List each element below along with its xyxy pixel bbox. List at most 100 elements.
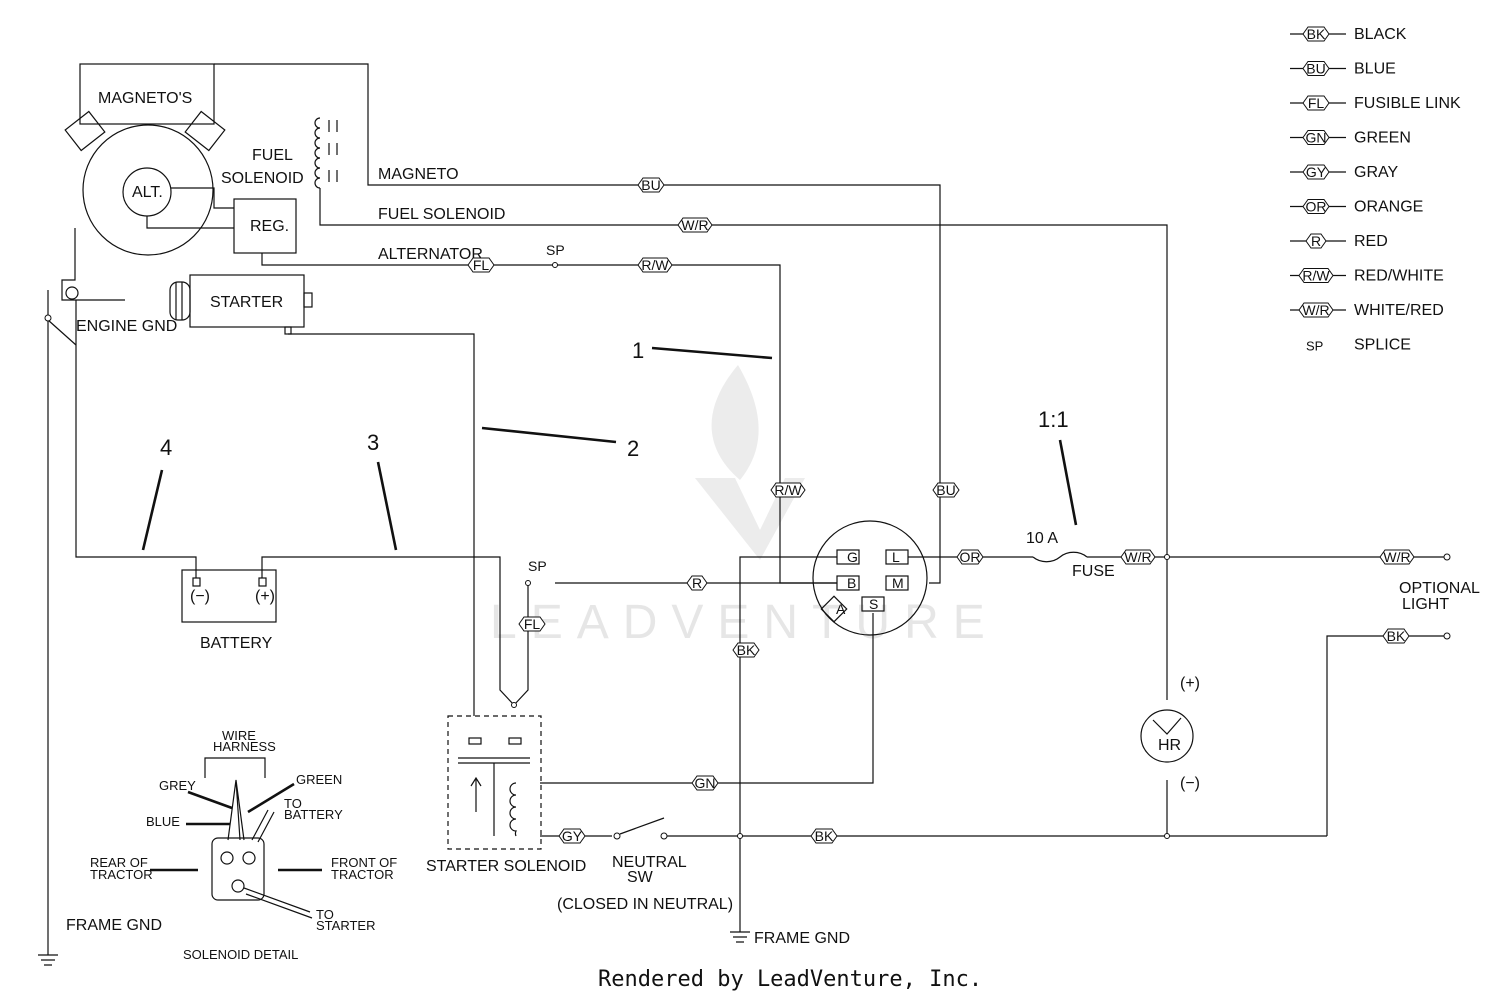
switch-b-label: B — [847, 575, 856, 591]
wire-tag-rw-top: R/W — [637, 257, 673, 273]
detail-terminal-1 — [220, 851, 234, 865]
neutral-switch-contact-1 — [613, 832, 621, 840]
light-neg-terminal — [1443, 632, 1451, 640]
legend-code-label: GN — [1306, 130, 1327, 146]
callout-1-1-leader — [1058, 439, 1078, 526]
wire-tag-wr-top-label: W/R — [681, 217, 708, 233]
solenoid-detail-body — [211, 837, 265, 901]
engine-gnd-strap — [61, 228, 125, 301]
starter-terminal — [303, 292, 313, 308]
legend-code-box — [1302, 130, 1330, 145]
grey-arrow — [187, 790, 233, 810]
legend-code-box — [1298, 268, 1334, 283]
optional-light-label-2: LIGHT — [1402, 596, 1449, 613]
hr-label: HR — [1158, 737, 1181, 754]
watermark: LEADVENTURE — [490, 365, 999, 649]
legend-name: ORANGE — [1354, 199, 1423, 216]
wire-tag-fl-top-label: FL — [473, 257, 490, 273]
legend-name: GREEN — [1354, 130, 1411, 147]
legend-code-box — [1302, 199, 1330, 214]
flywheel — [82, 124, 214, 256]
callout-1-leader — [651, 346, 773, 360]
legend-name: BLUE — [1354, 61, 1396, 78]
regulator — [233, 198, 297, 254]
frame-gnd-left-icon — [38, 954, 58, 966]
solenoid-detail: WIRE HARNESS GREY GREEN BLUE TO BATTERY … — [90, 728, 397, 962]
solenoid-arrow — [470, 776, 482, 812]
wire-tag-wr-top-box — [677, 217, 713, 233]
wire-tag-fl-top-box — [467, 257, 495, 273]
switch-l-label: L — [892, 549, 900, 565]
wire-tag-bk-bottom-box — [810, 828, 838, 844]
terminal-b — [836, 575, 860, 591]
to-starter-lead — [243, 887, 313, 919]
wire-tag-bk-mid-label: BK — [737, 642, 756, 658]
battery-label: BATTERY — [200, 635, 273, 652]
frame-gnd-left-label: FRAME GND — [66, 917, 162, 934]
legend-name: WHITE/RED — [1354, 302, 1444, 319]
wire-tag-wr-fuse-box — [1120, 549, 1156, 565]
wire-tag-gy-box — [558, 828, 586, 844]
battery-pos-label: (+) — [255, 588, 275, 605]
rear-of-tractor-label-2: TRACTOR — [90, 867, 153, 882]
watermark-text: LEADVENTURE — [490, 596, 999, 649]
legend-code: FL — [1302, 95, 1330, 111]
battery-box — [181, 569, 277, 623]
wire-tag-bu-top-label: BU — [641, 177, 660, 193]
solenoid-coil — [509, 782, 517, 837]
frame-gnd-jumper — [47, 319, 77, 346]
wire-tag-fl-top: FL — [467, 257, 495, 273]
callout-1-1: 1:1 — [1038, 407, 1069, 432]
magneto-left — [64, 110, 106, 152]
battery-pos-post — [258, 577, 267, 587]
fuse-rating-label: 10 A — [1026, 530, 1058, 547]
callout-1: 1 — [632, 338, 644, 363]
solenoid-plunger — [458, 757, 530, 836]
wire-tag-sp-sol: SP — [528, 558, 547, 574]
splice-sol — [525, 580, 531, 586]
legend-item: W/R WHITE/RED — [1290, 302, 1444, 319]
battery-neg-cable — [75, 300, 197, 578]
wire-tag-fl-sol: FL — [518, 616, 546, 632]
legend-code: GY — [1302, 164, 1330, 180]
wire-tag-gn-box — [691, 775, 719, 791]
green-arrow — [247, 782, 295, 814]
optional-light-label-1: OPTIONAL — [1399, 580, 1480, 597]
callout-2-leader — [481, 426, 617, 444]
fuel-solenoid-wire-label: FUEL SOLENOID — [378, 206, 505, 223]
callout-3-leader — [376, 461, 398, 551]
hour-meter-needle — [1152, 717, 1182, 735]
detail-terminal-3 — [231, 879, 245, 893]
hour-meter-body — [1140, 709, 1194, 763]
neutral-switch-contact-2 — [660, 832, 668, 840]
solenoid-junction — [511, 702, 517, 708]
wire-tag-bk-mid-box — [732, 642, 760, 658]
battery-pos-cable — [261, 556, 515, 706]
wire-tag-bk-light-box — [1382, 628, 1410, 644]
splice-bottom — [1164, 833, 1170, 839]
starter-label: STARTER — [210, 294, 283, 311]
battery-neg-label: (−) — [190, 588, 210, 605]
harness-wires — [227, 779, 245, 841]
legend-code: W/R — [1298, 302, 1334, 318]
solenoid-terminal-2 — [508, 737, 522, 745]
magneto-bracket — [79, 63, 215, 125]
blue-label: BLUE — [146, 814, 180, 829]
wire-tag-r-label: R — [692, 575, 702, 591]
fuel-solenoid-wire — [319, 188, 1168, 836]
legend-name: BLACK — [1354, 26, 1407, 43]
wire-tag-bu-top-box — [637, 177, 665, 193]
fuel-solenoid-label-1: FUEL — [252, 147, 293, 164]
wire-tag-r-box — [686, 575, 708, 591]
splice-fuse — [1164, 554, 1170, 560]
switch-g-label: G — [847, 549, 858, 565]
starter-gear-teeth — [175, 282, 183, 320]
frame-gnd-mid-label: FRAME GND — [754, 930, 850, 947]
starter-solenoid-label: STARTER SOLENOID — [426, 858, 586, 875]
